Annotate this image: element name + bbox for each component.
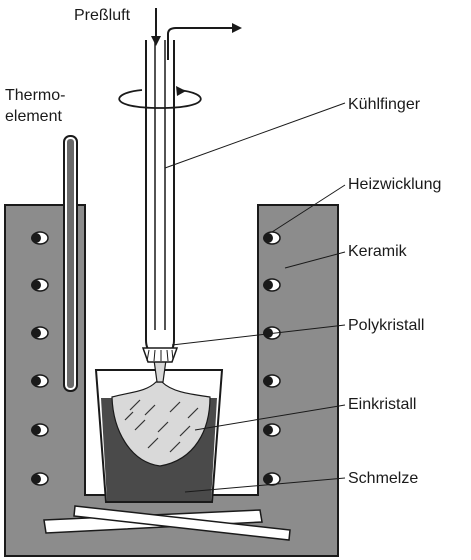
leader-einkristall xyxy=(194,404,346,431)
leader-schmelze xyxy=(184,477,346,493)
polycrystal-seed xyxy=(141,347,179,363)
label-thermo-line2: element xyxy=(5,108,62,125)
label-kuehlfinger: Kühlfinger xyxy=(348,96,421,113)
cooling-finger xyxy=(145,40,175,353)
label-heizwicklung: Heizwicklung xyxy=(348,176,441,193)
label-einkristall: Einkristall xyxy=(348,396,416,413)
leader-kuehlfinger xyxy=(164,102,346,169)
heating-coils-left xyxy=(31,231,49,486)
label-pressluft: Preßluft xyxy=(74,7,131,24)
crystal-hatching xyxy=(124,399,199,453)
leader-heizwicklung xyxy=(271,184,346,233)
label-polykristall: Polykristall xyxy=(348,317,424,334)
leader-keramik xyxy=(284,251,346,269)
leader-lines xyxy=(164,102,346,493)
label-schmelze: Schmelze xyxy=(348,470,418,487)
leader-polykristall xyxy=(171,324,346,346)
label-keramik: Keramik xyxy=(348,243,408,260)
heating-coils-right xyxy=(263,231,281,486)
rotation-arrow xyxy=(118,86,202,109)
bottom-heating-coil xyxy=(43,505,291,541)
air-outlet-arrow xyxy=(167,23,242,60)
label-thermo-line1: Thermo- xyxy=(5,87,65,104)
